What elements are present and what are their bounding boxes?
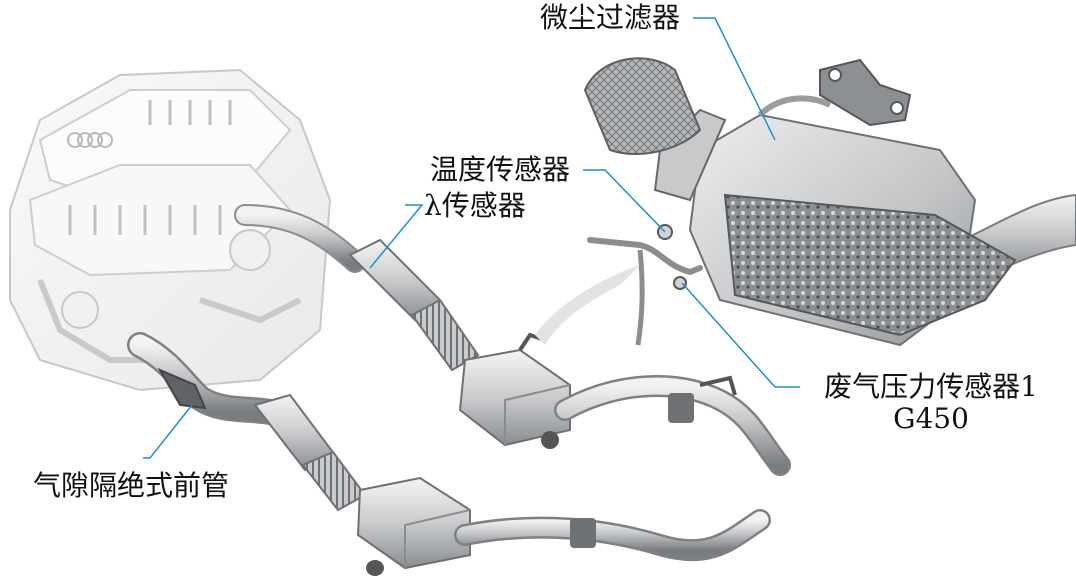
exhaust-line-lower	[127, 332, 771, 576]
muffler-upper	[458, 348, 571, 447]
particulate-filter-zoom	[583, 57, 1076, 347]
leader-pressure-sensor	[681, 282, 800, 388]
exhaust-line-upper	[234, 204, 791, 476]
engine-cover-ribs	[68, 100, 232, 235]
label-exhaust-pressure-sensor: 废气压力传感器1 G450	[808, 371, 1054, 435]
mounting-bracket	[819, 58, 912, 127]
pipe-clamp-lower	[570, 518, 596, 548]
flex-pipe-upper	[410, 298, 480, 372]
flex-pipe-lower	[301, 450, 367, 512]
label-particulate-filter: 微尘过滤器	[540, 1, 681, 34]
filter-cutaway	[723, 193, 1017, 337]
pipe-clamp-upper	[668, 393, 694, 423]
inlet-mesh-hose	[583, 57, 702, 155]
engine	[9, 68, 332, 392]
label-lambda-sensor: λ传感器	[424, 189, 526, 222]
brand-logo	[67, 132, 113, 148]
label-temperature-sensor: 温度传感器	[430, 153, 571, 186]
pressure-sensor-port	[673, 276, 687, 290]
label-exhaust-pressure-sensor-code: G450	[893, 402, 969, 435]
leader-front-pipe	[143, 404, 193, 459]
label-air-gap-front-pipe: 气隙隔绝式前管	[33, 469, 230, 502]
sensor-pipe	[587, 237, 703, 276]
front-pipe-heatshield	[157, 367, 207, 410]
leader-lambda-sensor	[369, 204, 424, 269]
zoom-callout	[535, 265, 640, 345]
muffler-lower	[356, 476, 471, 570]
leader-lines	[143, 17, 800, 459]
leader-dpf	[693, 17, 776, 141]
label-exhaust-pressure-sensor-name: 废气压力传感器1	[824, 370, 1038, 403]
leader-temp-sensor	[583, 169, 666, 233]
